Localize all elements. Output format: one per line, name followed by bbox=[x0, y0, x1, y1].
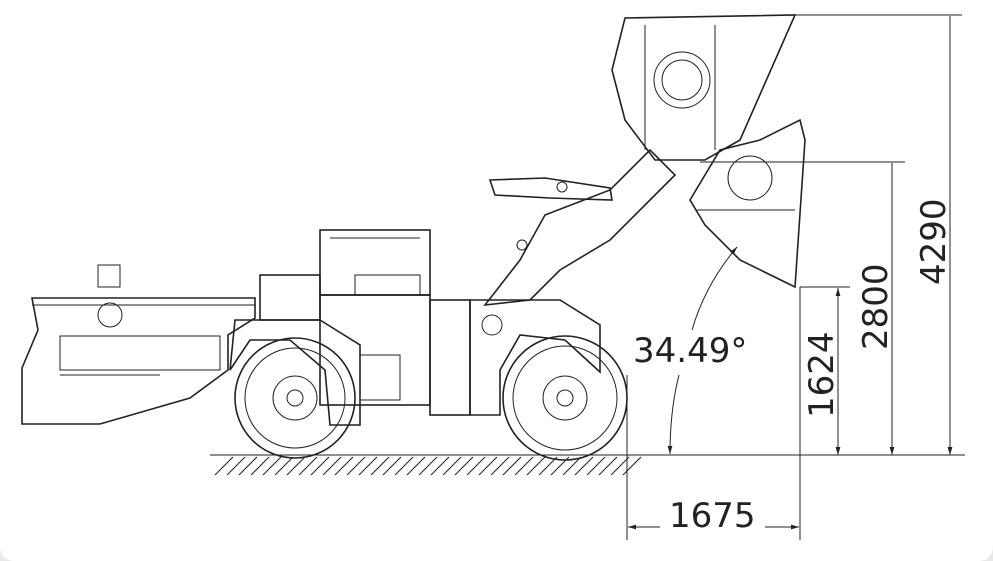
ground-hatch-mark bbox=[562, 456, 582, 476]
dim-1675-label: 1675 bbox=[669, 496, 756, 536]
dim-angle-label: 34.49° bbox=[633, 331, 747, 371]
boom-arm bbox=[483, 148, 677, 307]
ground-hatch-mark bbox=[334, 456, 354, 476]
ground-hatch-mark bbox=[466, 456, 486, 476]
ground-hatch-mark bbox=[622, 456, 642, 476]
ground-hatch-mark bbox=[250, 456, 270, 476]
ground-hatch-mark bbox=[526, 456, 546, 476]
ground-hatch-mark bbox=[286, 456, 306, 476]
dimension-lines bbox=[626, 14, 962, 540]
ground-hatch-mark bbox=[298, 456, 318, 476]
rear-frame bbox=[21, 297, 256, 425]
ground-hatch-mark bbox=[358, 456, 378, 476]
angle-arc-lower bbox=[667, 374, 680, 455]
ground-hatch-mark bbox=[394, 456, 414, 476]
rear-wheel bbox=[234, 337, 356, 459]
ground-hatch-mark bbox=[406, 456, 426, 476]
ground-hatch-mark bbox=[490, 456, 510, 476]
ground-hatch-mark bbox=[610, 456, 630, 476]
dim-4290-label: 4290 bbox=[914, 198, 954, 285]
angle-arc-upper bbox=[691, 246, 738, 331]
beacon bbox=[97, 264, 121, 288]
ground-hatch-mark bbox=[574, 456, 594, 476]
ground-hatch-mark bbox=[586, 456, 606, 476]
ground-hatch-mark bbox=[538, 456, 558, 476]
loader-machine bbox=[21, 14, 806, 461]
ground-hatch-mark bbox=[454, 456, 474, 476]
ground-hatch-mark bbox=[598, 456, 618, 476]
ground-hatch-mark bbox=[430, 456, 450, 476]
ground-hatch-mark bbox=[370, 456, 390, 476]
bucket-raised bbox=[611, 14, 797, 161]
articulation bbox=[429, 299, 471, 416]
ground-hatch-mark bbox=[274, 456, 294, 476]
ground-hatch-mark bbox=[478, 456, 498, 476]
mid-body bbox=[229, 319, 361, 426]
ground-hatch-mark bbox=[442, 456, 462, 476]
ground-hatch-mark bbox=[322, 456, 342, 476]
ground-hatch-mark bbox=[238, 456, 258, 476]
ground-hatch-mark bbox=[226, 456, 246, 476]
ground-hatch-mark bbox=[214, 456, 234, 476]
ground-hatch-mark bbox=[310, 456, 330, 476]
ground-hatch-mark bbox=[382, 456, 402, 476]
dim-2800-label: 2800 bbox=[856, 263, 896, 350]
cab-lower bbox=[319, 294, 431, 406]
tilt-link bbox=[488, 177, 613, 201]
ground-hatch-mark bbox=[418, 456, 438, 476]
cab bbox=[319, 229, 431, 296]
dim-1624-label: 1624 bbox=[802, 331, 842, 418]
engine-hood bbox=[259, 274, 321, 321]
ground bbox=[210, 454, 965, 476]
ground-hatch-mark bbox=[346, 456, 366, 476]
front-wheel bbox=[502, 335, 628, 461]
front-frame bbox=[469, 299, 601, 416]
ground-hatch-mark bbox=[502, 456, 522, 476]
ground-hatch-mark bbox=[262, 456, 282, 476]
bucket-dump bbox=[689, 118, 806, 289]
ground-hatch-mark bbox=[514, 456, 534, 476]
